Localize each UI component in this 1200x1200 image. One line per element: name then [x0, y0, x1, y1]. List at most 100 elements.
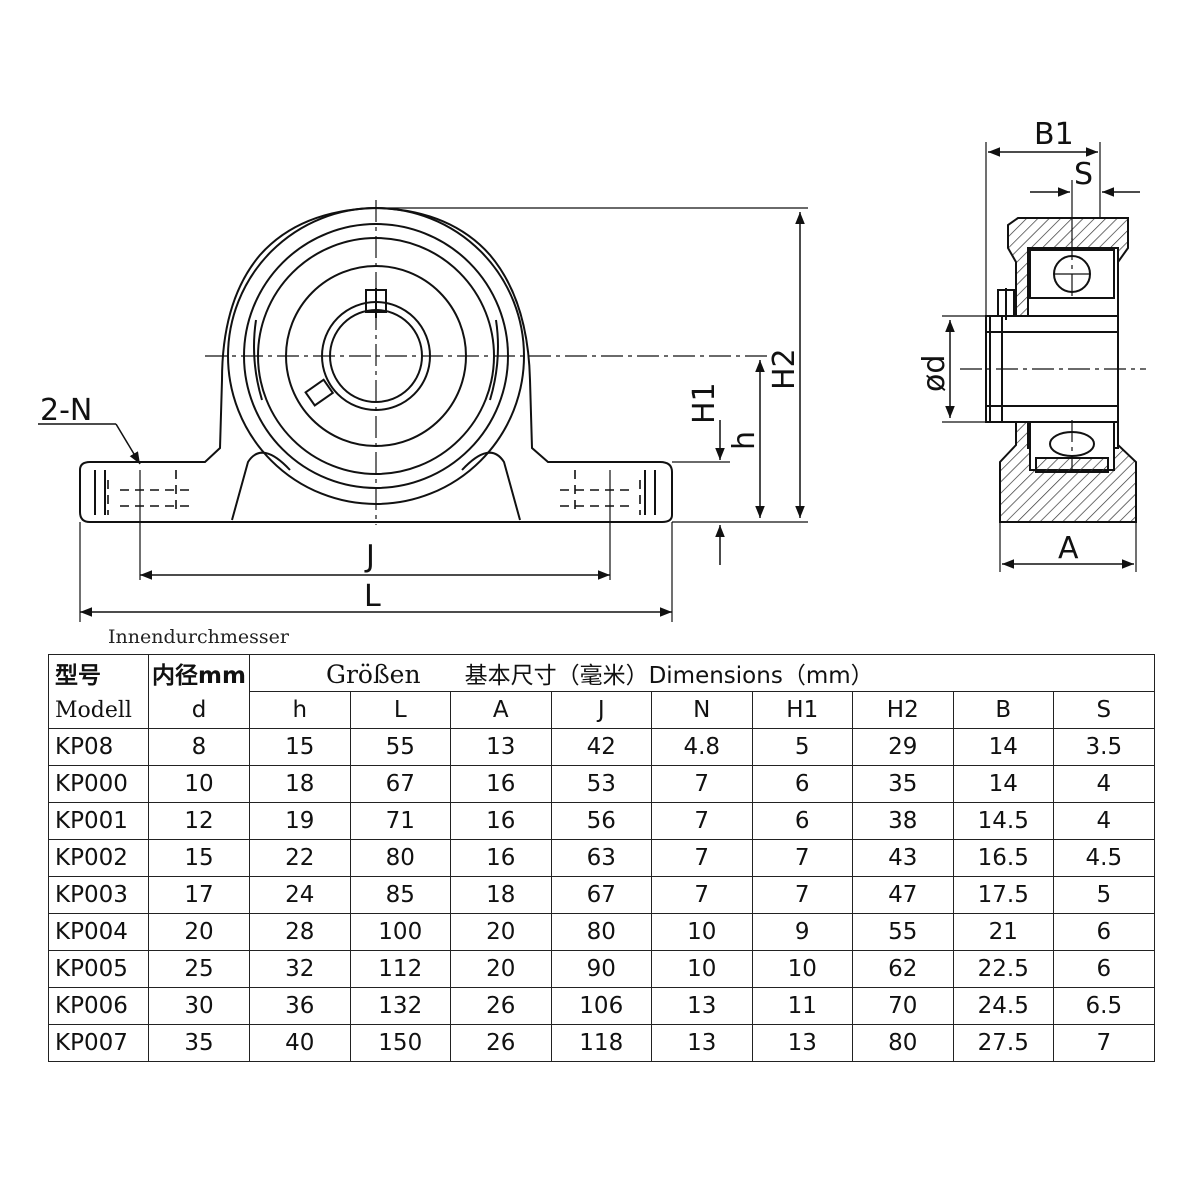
value-cell: 150	[349, 1024, 451, 1062]
header-modell: Modell	[48, 691, 149, 729]
value-cell: 7	[751, 876, 853, 914]
value-cell: 63	[550, 839, 652, 877]
model-cell: KP006	[48, 987, 149, 1025]
model-cell: KP001	[48, 802, 149, 840]
value-cell: 21	[952, 913, 1054, 951]
value-cell: 7	[651, 876, 753, 914]
value-cell: 6.5	[1053, 987, 1155, 1025]
housing-base	[79, 206, 673, 523]
value-cell: 13	[651, 987, 753, 1025]
label-h2: H2	[767, 348, 802, 390]
value-cell: 16	[450, 765, 552, 803]
value-cell: 10	[751, 950, 853, 988]
header-groessen: Größen	[326, 660, 421, 689]
value-cell: 10	[148, 765, 250, 803]
value-cell: 106	[550, 987, 652, 1025]
value-cell: 6	[1053, 950, 1155, 988]
value-cell: 32	[249, 950, 351, 988]
column-header-h1: H1	[751, 691, 853, 729]
value-cell: 16	[450, 839, 552, 877]
value-cell: 13	[651, 1024, 753, 1062]
label-s: S	[1074, 157, 1093, 192]
value-cell: 5	[1053, 876, 1155, 914]
value-cell: 14.5	[952, 802, 1054, 840]
value-cell: 80	[852, 1024, 954, 1062]
value-cell: 15	[249, 728, 351, 766]
value-cell: 6	[1053, 913, 1155, 951]
column-header-b: B	[952, 691, 1054, 729]
value-cell: 35	[852, 765, 954, 803]
model-cell: KP08	[48, 728, 149, 766]
value-cell: 100	[349, 913, 451, 951]
value-cell: 4.5	[1053, 839, 1155, 877]
value-cell: 18	[450, 876, 552, 914]
label-a: A	[1058, 531, 1079, 566]
header-model-cn: 型号	[48, 654, 149, 692]
column-header-d: d	[148, 691, 250, 729]
value-cell: 62	[852, 950, 954, 988]
value-cell: 6	[751, 765, 853, 803]
column-header-s: S	[1053, 691, 1155, 729]
value-cell: 7	[651, 839, 753, 877]
value-cell: 8	[148, 728, 250, 766]
value-cell: 80	[550, 913, 652, 951]
label-h1: H1	[687, 382, 722, 424]
value-cell: 3.5	[1053, 728, 1155, 766]
value-cell: 118	[550, 1024, 652, 1062]
set-screw-side	[304, 378, 335, 407]
value-cell: 56	[550, 802, 652, 840]
value-cell: 26	[450, 1024, 552, 1062]
value-cell: 4	[1053, 765, 1155, 803]
value-cell: 10	[651, 913, 753, 951]
value-cell: 71	[349, 802, 451, 840]
value-cell: 112	[349, 950, 451, 988]
column-header-l: L	[349, 691, 451, 729]
label-l: L	[364, 579, 381, 614]
column-header-a: A	[450, 691, 552, 729]
header-dimensions-text: 基本尺寸（毫米）Dimensions（mm）	[464, 663, 874, 689]
value-cell: 7	[751, 839, 853, 877]
model-cell: KP003	[48, 876, 149, 914]
value-cell: 16	[450, 802, 552, 840]
value-cell: 29	[852, 728, 954, 766]
value-cell: 26	[450, 987, 552, 1025]
column-header-j: J	[550, 691, 652, 729]
inner-diameter-caption: Innendurchmesser	[108, 626, 289, 648]
value-cell: 15	[148, 839, 250, 877]
model-cell: KP007	[48, 1024, 149, 1062]
value-cell: 85	[349, 876, 451, 914]
value-cell: 7	[651, 802, 753, 840]
label-b1: B1	[1034, 117, 1074, 152]
label-j: J	[364, 539, 375, 574]
column-header-n: N	[651, 691, 753, 729]
value-cell: 20	[450, 913, 552, 951]
value-cell: 10	[651, 950, 753, 988]
value-cell: 90	[550, 950, 652, 988]
value-cell: 14	[952, 728, 1054, 766]
label-h: h	[727, 431, 762, 450]
bolt-hole-right	[560, 470, 641, 515]
header-bore-cn: 内径mm	[148, 654, 250, 692]
value-cell: 4.8	[651, 728, 753, 766]
value-cell: 80	[349, 839, 451, 877]
bolt-hole-left	[107, 470, 190, 515]
value-cell: 5	[751, 728, 853, 766]
value-cell: 132	[349, 987, 451, 1025]
value-cell: 17	[148, 876, 250, 914]
value-cell: 67	[550, 876, 652, 914]
value-cell: 20	[450, 950, 552, 988]
value-cell: 43	[852, 839, 954, 877]
value-cell: 9	[751, 913, 853, 951]
value-cell: 18	[249, 765, 351, 803]
technical-drawing: 2-N J L H1 h H2	[38, 117, 1146, 622]
value-cell: 11	[751, 987, 853, 1025]
column-header-h2: H2	[852, 691, 954, 729]
value-cell: 25	[148, 950, 250, 988]
